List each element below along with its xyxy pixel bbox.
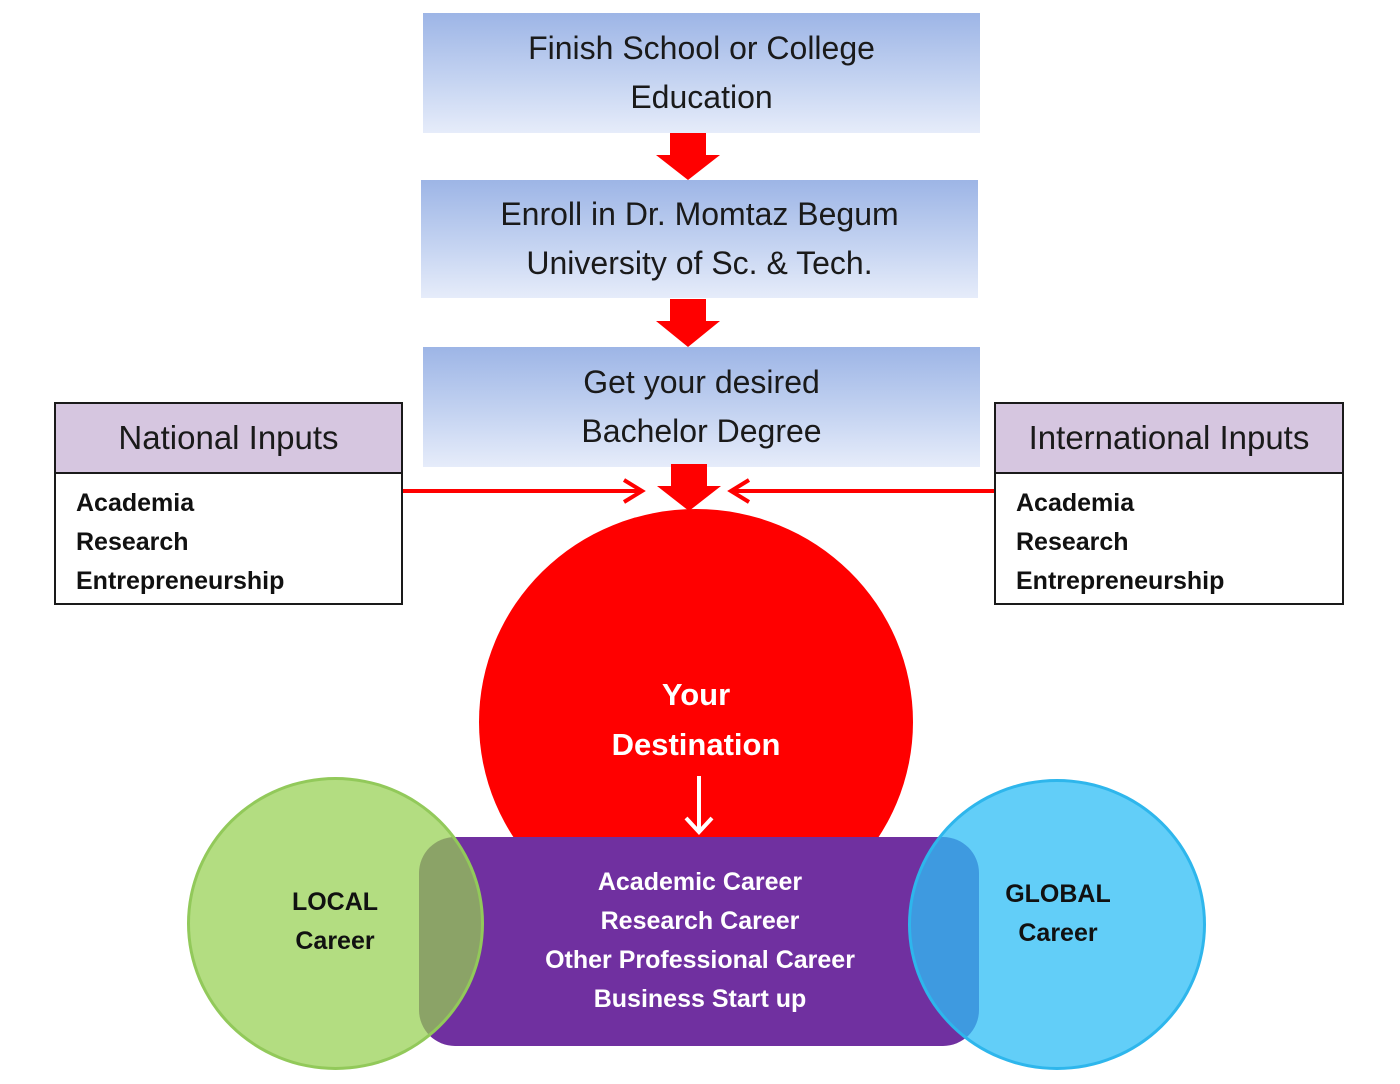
white-down-arrow-icon	[684, 776, 714, 835]
destination-line: Destination	[611, 727, 781, 762]
down-arrow-icon	[656, 299, 720, 347]
local-line: LOCAL	[291, 888, 379, 916]
career-item: Other Professional Career	[545, 946, 855, 974]
career-list: Academic Career Research Career Other Pr…	[470, 863, 930, 1019]
destination-line: Your	[661, 677, 731, 712]
international-inputs-list: Academia Research Entrepreneurship	[996, 474, 1342, 601]
career-item: Business Start up	[593, 985, 807, 1013]
list-item: Entrepreneurship	[76, 567, 285, 595]
step-text: Bachelor Degree	[581, 413, 822, 449]
local-line: Career	[295, 927, 375, 955]
step-text: University of Sc. & Tech.	[526, 245, 873, 281]
global-line: GLOBAL	[1005, 880, 1111, 908]
step-text: Education	[630, 79, 773, 115]
career-band	[419, 837, 979, 1046]
list-item: Entrepreneurship	[1016, 567, 1225, 595]
international-inputs-title: International Inputs	[996, 404, 1342, 474]
step-box-finish-school: Finish School or College Education	[423, 13, 980, 133]
global-line: Career	[1018, 919, 1098, 947]
national-inputs-table: National Inputs Academia Research Entrep…	[54, 402, 403, 605]
destination-label: Your Destination	[560, 670, 832, 770]
step-text: Finish School or College	[528, 30, 875, 66]
list-item: Research	[1016, 528, 1129, 556]
step-text: Enroll in Dr. Momtaz Begum	[500, 196, 899, 232]
local-career-circle	[187, 777, 484, 1070]
step-box-enroll: Enroll in Dr. Momtaz Begum University of…	[421, 180, 978, 298]
list-item: Research	[76, 528, 189, 556]
arrow-head-icon	[622, 478, 646, 504]
career-item: Academic Career	[597, 868, 803, 896]
down-arrow-icon	[657, 464, 721, 511]
global-career-label: GLOBAL Career	[978, 875, 1138, 953]
step-text: Get your desired	[583, 364, 820, 400]
list-item: Academia	[76, 489, 195, 517]
national-inputs-title: National Inputs	[56, 404, 401, 474]
down-arrow-icon	[656, 133, 720, 180]
global-career-circle	[908, 779, 1206, 1070]
national-inputs-list: Academia Research Entrepreneurship	[56, 474, 401, 601]
local-career-label: LOCAL Career	[255, 883, 415, 961]
international-inputs-table: International Inputs Academia Research E…	[994, 402, 1344, 605]
career-item: Research Career	[600, 907, 800, 935]
list-item: Academia	[1016, 489, 1135, 517]
arrow-head-icon	[727, 478, 751, 504]
step-box-bachelor-degree: Get your desired Bachelor Degree	[423, 347, 980, 467]
